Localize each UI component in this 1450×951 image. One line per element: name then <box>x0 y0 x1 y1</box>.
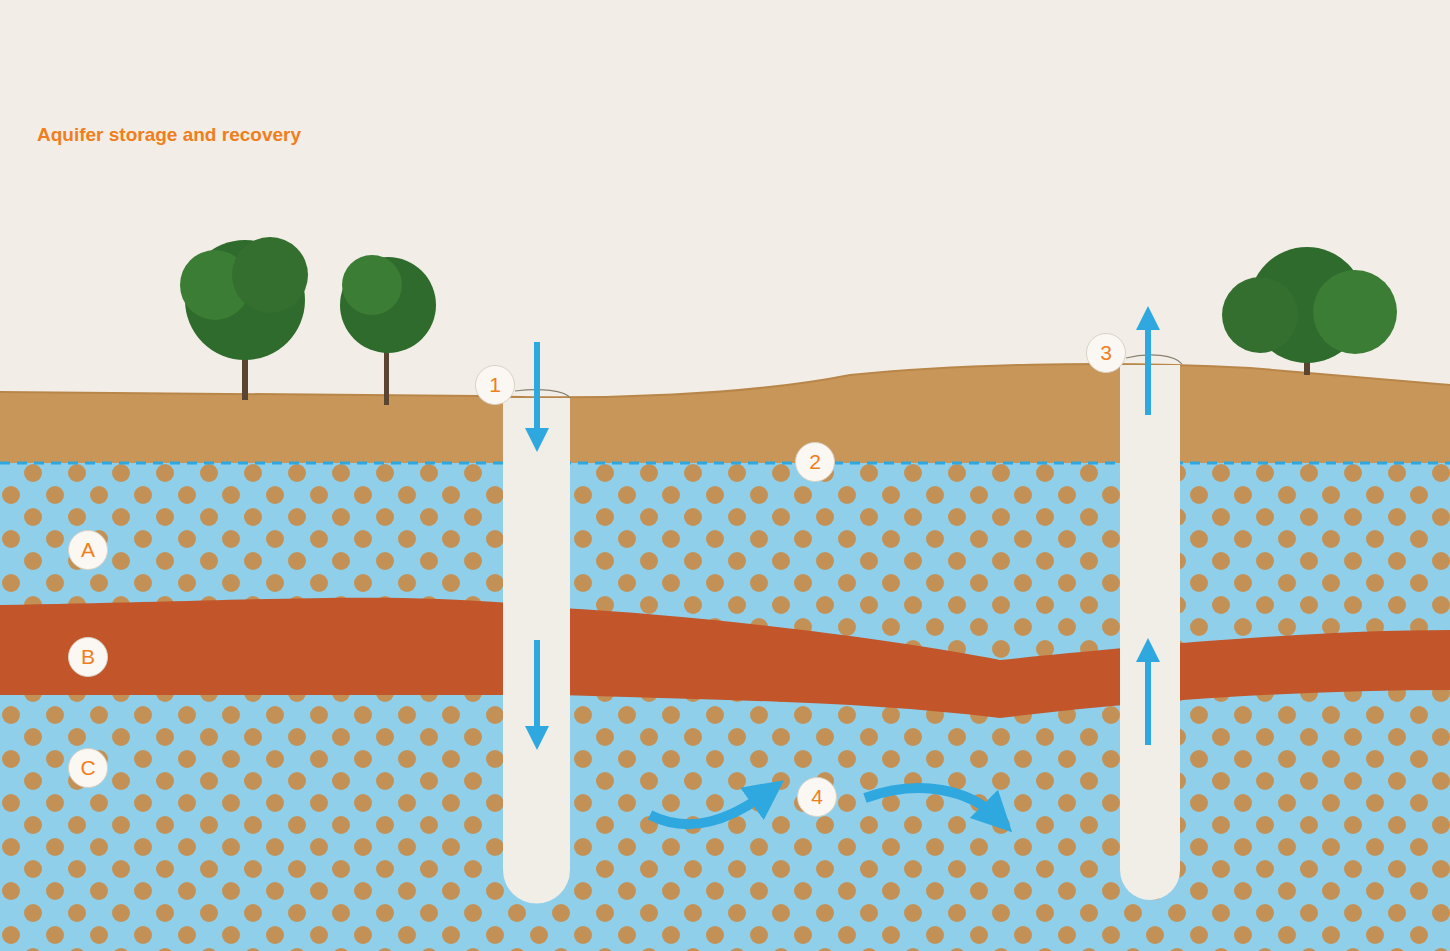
layer-letter: B <box>68 637 108 677</box>
tree <box>180 237 1397 405</box>
layer-letter: A <box>68 530 108 570</box>
callout-number: 4 <box>797 777 837 817</box>
callout-number: 3 <box>1086 333 1126 373</box>
callout-number: 2 <box>795 442 835 482</box>
layer-letter: C <box>68 748 108 788</box>
callout-number: 1 <box>475 365 515 405</box>
diagram-title: Aquifer storage and recovery <box>37 124 301 146</box>
